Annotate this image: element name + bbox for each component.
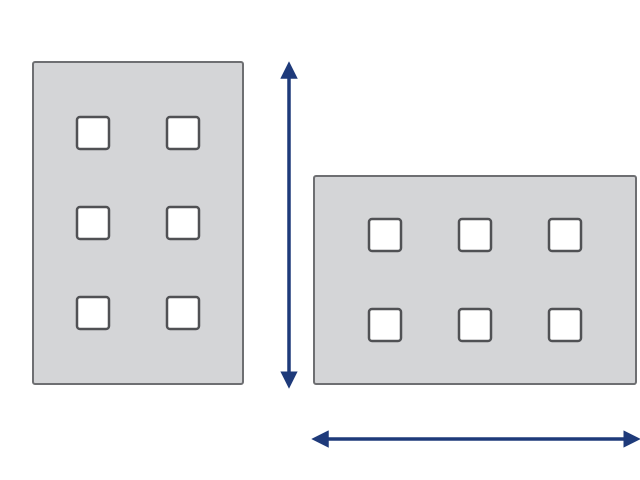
window-square bbox=[547, 307, 583, 343]
portrait-panel bbox=[32, 61, 244, 385]
window-square bbox=[457, 217, 493, 253]
window-square bbox=[457, 307, 493, 343]
window-square bbox=[367, 217, 403, 253]
portrait-windows bbox=[75, 115, 201, 331]
window-square bbox=[367, 307, 403, 343]
window-square bbox=[547, 217, 583, 253]
window-square bbox=[165, 115, 201, 151]
portrait-panel-group bbox=[32, 61, 244, 385]
window-square bbox=[75, 295, 111, 331]
landscape-panel-group bbox=[313, 175, 637, 385]
window-square bbox=[75, 115, 111, 151]
landscape-windows bbox=[367, 217, 583, 343]
window-square bbox=[75, 205, 111, 241]
window-square bbox=[165, 295, 201, 331]
window-square bbox=[165, 205, 201, 241]
landscape-panel bbox=[313, 175, 637, 385]
